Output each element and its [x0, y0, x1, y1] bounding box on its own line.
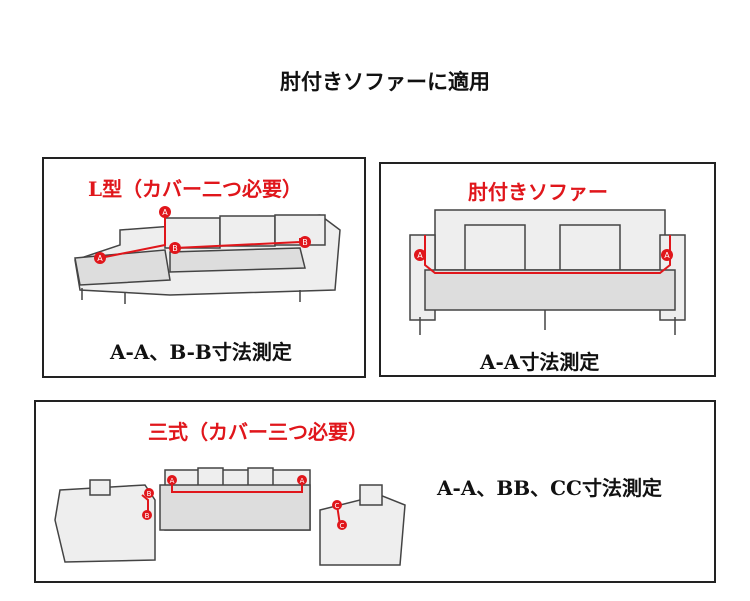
- panel-l-shape-heading: L型（カバー二つ必要）: [88, 177, 303, 201]
- l-shape-sofa-illustration: A A B B: [74, 206, 341, 304]
- marker-a: A: [162, 208, 168, 217]
- arm-sofa-illustration: A A: [409, 209, 686, 335]
- marker-c: C: [340, 522, 345, 530]
- marker-b: B: [147, 490, 152, 498]
- panel-l-shape-measure: A-A、B-B寸法測定: [110, 340, 292, 364]
- marker-a: A: [97, 254, 103, 263]
- panel-arm-sofa-heading: 肘付きソファー: [468, 180, 608, 204]
- panel-three-set-measure: A-A、BB、CC寸法測定: [437, 476, 662, 500]
- marker-a: A: [417, 251, 423, 260]
- marker-c: C: [335, 502, 340, 510]
- marker-a: A: [664, 251, 670, 260]
- page-title: 肘付きソファーに適用: [280, 69, 490, 94]
- marker-a: A: [300, 477, 305, 485]
- marker-b: B: [145, 512, 150, 520]
- panel-arm-sofa-measure: A-A寸法測定: [480, 350, 600, 374]
- panel-three-set-heading: 三式（カバー三つ必要）: [148, 420, 368, 444]
- marker-b: B: [302, 238, 308, 247]
- marker-b: B: [172, 244, 178, 253]
- panel-l-shape: [42, 157, 366, 378]
- panel-arm-sofa: [379, 162, 716, 377]
- panel-three-set: [34, 400, 716, 583]
- marker-a: A: [170, 477, 175, 485]
- three-set-sofa-illustration: A A B B C C: [54, 467, 406, 566]
